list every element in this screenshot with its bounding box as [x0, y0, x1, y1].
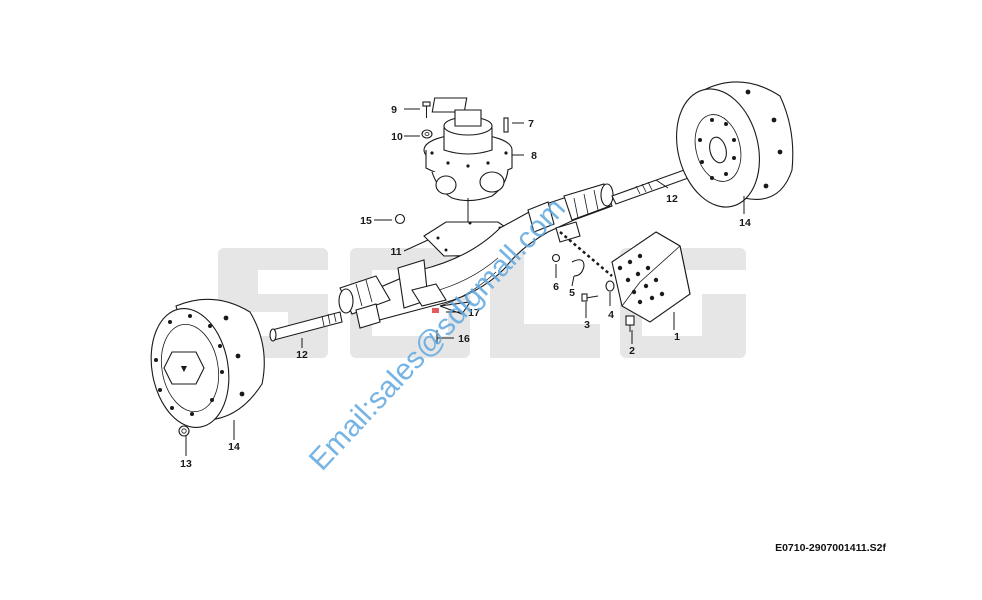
drawing-code: E0710-2907001411.S2f: [775, 542, 886, 554]
callout-16: 16: [458, 333, 470, 345]
fitting-2: [625, 315, 635, 332]
callout-11: 11: [390, 246, 401, 258]
callout-13: 13: [180, 458, 192, 470]
washer-4: [605, 280, 615, 292]
bolt-3: [581, 293, 599, 302]
clip-6: [551, 253, 561, 263]
pipe-5: [571, 259, 585, 277]
bolt-9: [422, 101, 431, 118]
nut-15: [394, 213, 406, 225]
callout-12-left: 12: [296, 349, 308, 361]
callout-leaders: [185, 108, 745, 456]
callout-8: 8: [531, 150, 537, 162]
callout-17: 17: [468, 307, 480, 319]
callout-15: 15: [360, 215, 372, 227]
right-wheel-hub: [676, 81, 794, 208]
callout-14-left: 14: [228, 441, 240, 453]
left-half-shaft: [269, 311, 343, 342]
axle-housing: [338, 183, 614, 329]
differential-assembly: [423, 97, 513, 248]
callout-14-right: 14: [739, 217, 751, 229]
callout-6: 6: [553, 281, 559, 293]
callout-9: 9: [391, 104, 397, 116]
svg-text:▼: ▼: [179, 363, 189, 375]
callout-3: 3: [584, 319, 590, 331]
washer-10: [421, 129, 433, 139]
callout-1: 1: [674, 331, 680, 343]
callout-7: 7: [528, 118, 534, 130]
wheel-nut-13: [178, 425, 190, 437]
left-wheel-hub: ▼: [150, 298, 265, 429]
callout-5: 5: [569, 287, 575, 299]
callout-10: 10: [391, 131, 403, 143]
callout-labels: 9 10 7 8 15 11 12 14 6 5 4 3 2 1 17 16 1…: [180, 104, 751, 470]
brake-unit-1: [611, 231, 691, 323]
callout-12-right: 12: [666, 193, 678, 205]
callout-2: 2: [629, 345, 635, 357]
pin-7: [503, 117, 509, 133]
callout-4: 4: [608, 309, 614, 321]
hydraulic-line: [559, 231, 613, 277]
